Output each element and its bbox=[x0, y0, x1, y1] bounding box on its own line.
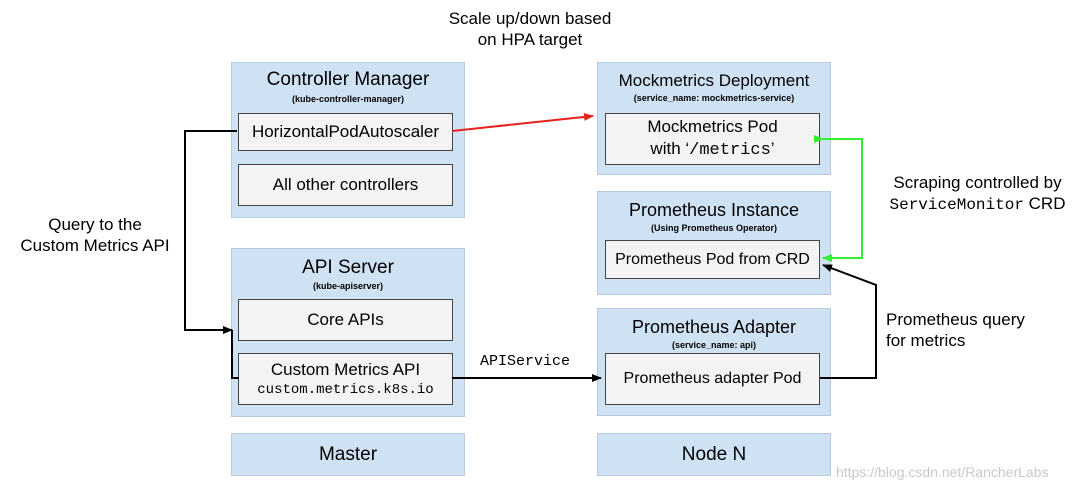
core-to-custom-connector bbox=[231, 330, 239, 379]
mockmetrics-pod-metrics-line: with ‘/metrics’ bbox=[650, 138, 774, 162]
controller-manager-group: Controller Manager (kube-controller-mana… bbox=[231, 62, 465, 218]
prometheus-adapter-title: Prometheus Adapter bbox=[631, 317, 797, 337]
prometheus-instance-group: Prometheus Instance (Using Prometheus Op… bbox=[597, 191, 831, 295]
controller-manager-subtitle: (kube-controller-manager) bbox=[291, 94, 405, 104]
service-monitor-text: ServiceMonitor bbox=[889, 196, 1024, 214]
prometheus-adapter-pod-box[interactable]: Prometheus adapter Pod bbox=[605, 353, 820, 405]
prometheus-adapter-subtitle: (service_name: api) bbox=[671, 340, 757, 350]
controller-manager-title: Controller Manager bbox=[266, 69, 430, 90]
query-label-line2: Custom Metrics API bbox=[20, 236, 170, 255]
master-label: Master bbox=[318, 443, 378, 465]
custom-metrics-api-group: custom.metrics.k8s.io bbox=[257, 382, 434, 398]
mockmetrics-deployment-title: Mockmetrics Deployment bbox=[618, 71, 810, 90]
custom-metrics-api-label: Custom Metrics API bbox=[270, 360, 421, 379]
core-apis-label: Core APIs bbox=[307, 310, 384, 329]
hpa-box[interactable]: HorizontalPodAutoscaler bbox=[238, 113, 453, 151]
prometheus-instance-subtitle: (Using Prometheus Operator) bbox=[650, 223, 778, 233]
prometheus-adapter-group: Prometheus Adapter (service_name: api) P… bbox=[597, 308, 831, 416]
metrics-suffix: ’ bbox=[770, 139, 775, 158]
scale-label-line1: Scale up/down based bbox=[448, 9, 612, 28]
apiservice-label: APIService bbox=[480, 353, 571, 370]
api-server-title: API Server bbox=[302, 257, 394, 278]
node-label: Node N bbox=[681, 443, 747, 465]
scraping-label: Scraping controlled by ServiceMonitor CR… bbox=[880, 172, 1075, 216]
query-label-line1: Query to the bbox=[48, 215, 142, 234]
query-label: Query to the Custom Metrics API bbox=[10, 214, 180, 256]
prometheus-adapter-pod-label: Prometheus adapter Pod bbox=[623, 370, 802, 387]
query-custom-metrics-arrow bbox=[184, 130, 237, 334]
prometheus-query-arrow bbox=[820, 264, 877, 379]
prometheus-query-label: Prometheus query for metrics bbox=[886, 309, 1066, 351]
other-controllers-label: All other controllers bbox=[272, 175, 419, 194]
mockmetrics-pod-label: Mockmetrics Pod bbox=[647, 117, 778, 136]
scraping-label-line1: Scraping controlled by bbox=[893, 173, 1062, 192]
mockmetrics-pod-box[interactable]: Mockmetrics Pod with ‘/metrics’ bbox=[605, 113, 820, 165]
prometheus-query-line1: Prometheus query bbox=[886, 310, 1025, 329]
prometheus-pod-label: Prometheus Pod from CRD bbox=[615, 250, 810, 268]
watermark: https://blog.csdn.net/RancherLabs bbox=[836, 464, 1049, 480]
scraping-arrow bbox=[814, 135, 863, 262]
hpa-label: HorizontalPodAutoscaler bbox=[251, 122, 440, 141]
mockmetrics-deployment-group: Mockmetrics Deployment (service_name: mo… bbox=[597, 62, 831, 175]
scraping-label-line2: ServiceMonitor CRD bbox=[880, 193, 1075, 216]
master-footer: Master bbox=[231, 433, 465, 476]
metrics-prefix: with ‘ bbox=[650, 139, 690, 158]
api-server-subtitle: (kube-apiserver) bbox=[312, 281, 384, 291]
metrics-path: /metrics bbox=[689, 141, 771, 160]
prometheus-instance-title: Prometheus Instance bbox=[628, 200, 800, 220]
mockmetrics-deployment-subtitle: (service_name: mockmetrics-service) bbox=[633, 93, 795, 103]
prometheus-pod-box[interactable]: Prometheus Pod from CRD bbox=[605, 240, 820, 279]
hpa-to-mockmetrics-arrow bbox=[451, 112, 594, 132]
api-server-group: API Server (kube-apiserver) Core APIs Cu… bbox=[231, 248, 465, 417]
other-controllers-box[interactable]: All other controllers bbox=[238, 164, 453, 206]
custom-metrics-api-box[interactable]: Custom Metrics API custom.metrics.k8s.io bbox=[238, 353, 453, 405]
core-apis-box[interactable]: Core APIs bbox=[238, 299, 453, 341]
scale-label-line2: on HPA target bbox=[477, 30, 583, 49]
prometheus-query-line2: for metrics bbox=[886, 331, 966, 350]
crd-text: CRD bbox=[1023, 194, 1066, 213]
scale-label: Scale up/down based on HPA target bbox=[430, 8, 630, 50]
node-footer: Node N bbox=[597, 433, 831, 476]
